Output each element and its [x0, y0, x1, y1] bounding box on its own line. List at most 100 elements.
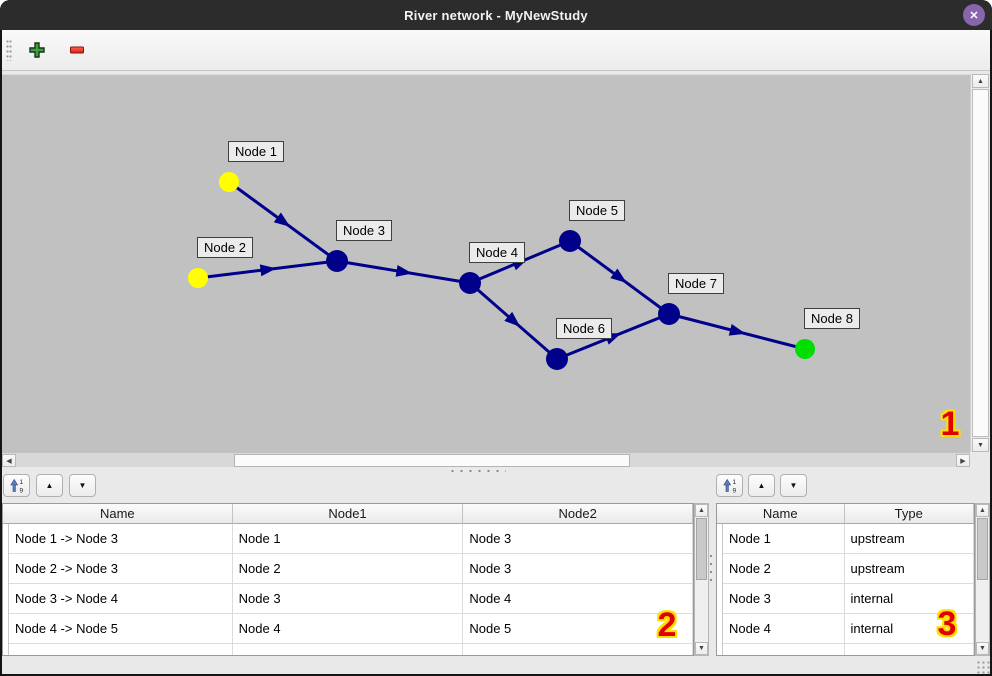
edges-cell[interactable]: Node 3 -> Node 4 — [9, 584, 233, 614]
network-node[interactable] — [559, 230, 581, 252]
edges-cell[interactable]: Node 4 -> Node 5 — [9, 614, 233, 644]
nodes-cell[interactable] — [845, 644, 974, 655]
edges-cell[interactable]: Node 2 — [232, 554, 464, 584]
edge-arrow-icon — [395, 264, 413, 277]
edges-move-up-button[interactable]: ▲ — [36, 474, 63, 497]
canvas-hscroll-thumb[interactable] — [234, 454, 630, 467]
nodes-cell[interactable] — [723, 644, 845, 655]
network-node[interactable] — [326, 250, 348, 272]
edges-table-vscrollbar[interactable]: ▲ ▼ — [694, 503, 709, 656]
row-gutter — [717, 644, 723, 655]
window-resize-grip[interactable] — [976, 660, 990, 674]
row-gutter — [717, 554, 723, 584]
network-node[interactable] — [795, 339, 815, 359]
scroll-left-button[interactable]: ◀ — [2, 454, 16, 467]
network-node[interactable] — [188, 268, 208, 288]
sort-ascending-icon: 1 9 — [9, 478, 23, 494]
canvas-vscroll-thumb[interactable] — [972, 89, 989, 437]
edges-cell[interactable]: Node 4 — [463, 584, 693, 614]
edges-cell[interactable]: Node 3 — [463, 554, 693, 584]
nodes-cell[interactable]: Node 3 — [722, 584, 845, 614]
triangle-up-icon: ▲ — [757, 481, 766, 490]
scroll-up-button[interactable]: ▲ — [972, 74, 989, 88]
toolbar-grip-handle[interactable] — [6, 39, 12, 61]
nodes-column-header[interactable]: Type — [844, 504, 974, 524]
nodes-cell[interactable]: internal — [844, 614, 974, 644]
edges-cell[interactable]: Node 1 — [232, 524, 464, 554]
nodes-table-vscrollbar[interactable]: ▲ ▼ — [975, 503, 990, 656]
node-label: Node 8 — [804, 308, 860, 329]
nodes-cell[interactable]: upstream — [844, 524, 974, 554]
close-button[interactable]: ✕ — [963, 4, 985, 26]
nodes-move-down-button[interactable]: ▼ — [780, 474, 807, 497]
scroll-down-icon: ▼ — [698, 645, 705, 652]
node-label: Node 4 — [469, 242, 525, 263]
edges-cell[interactable]: Node 3 — [463, 524, 693, 554]
remove-node-button[interactable] — [62, 36, 92, 64]
edges-cell[interactable]: Node 5 — [463, 614, 693, 644]
triangle-down-icon: ▼ — [789, 481, 798, 490]
canvas-vscrollbar[interactable]: ▲ ▼ — [970, 74, 989, 452]
annotation-number: 2 — [657, 606, 677, 644]
nodes-sort-button[interactable]: 1 9 — [716, 474, 743, 497]
window-title: River network - MyNewStudy — [404, 7, 588, 23]
network-node[interactable] — [459, 272, 481, 294]
edge-arrow-icon — [610, 268, 627, 283]
scroll-right-button[interactable]: ▶ — [956, 454, 970, 467]
nodes-move-up-button[interactable]: ▲ — [748, 474, 775, 497]
edge-arrow-icon — [504, 311, 521, 327]
scroll-down-button[interactable]: ▼ — [976, 642, 989, 655]
nodes-cell[interactable]: Node 1 — [722, 524, 845, 554]
network-node[interactable] — [219, 172, 239, 192]
network-node[interactable] — [658, 303, 680, 325]
titlebar[interactable]: River network - MyNewStudy ✕ — [0, 0, 992, 30]
scroll-down-button[interactable]: ▼ — [695, 642, 708, 655]
nodes-cell[interactable]: Node 4 — [722, 614, 845, 644]
scroll-up-button[interactable]: ▲ — [976, 504, 989, 517]
nodes-scroll-thumb[interactable] — [977, 518, 988, 580]
scroll-up-button[interactable]: ▲ — [695, 504, 708, 517]
scroll-down-icon: ▼ — [979, 645, 986, 652]
nodes-cell[interactable]: Node 2 — [722, 554, 845, 584]
network-node[interactable] — [546, 348, 568, 370]
edges-cell[interactable] — [9, 644, 233, 655]
canvas-hscrollbar[interactable]: ◀ ▶ — [2, 452, 970, 467]
scroll-up-icon: ▲ — [698, 507, 705, 514]
nodes-cell[interactable]: upstream — [844, 554, 974, 584]
nodes-cell[interactable]: internal — [844, 584, 974, 614]
edges-cell[interactable] — [233, 644, 464, 655]
add-node-button[interactable] — [22, 36, 52, 64]
edges-column-header[interactable]: Name — [3, 504, 233, 524]
edges-cell[interactable]: Node 2 -> Node 3 — [9, 554, 233, 584]
horizontal-splitter-handle[interactable] — [448, 469, 506, 473]
nodes-table-row[interactable] — [717, 644, 974, 655]
vertical-splitter-handle[interactable] — [709, 552, 713, 586]
edges-cell[interactable] — [463, 644, 693, 655]
edges-sort-button[interactable]: 1 9 — [3, 474, 30, 497]
scroll-down-button[interactable]: ▼ — [972, 438, 989, 452]
edges-cell[interactable]: Node 1 -> Node 3 — [9, 524, 233, 554]
edges-cell[interactable]: Node 3 — [232, 584, 464, 614]
edges-column-header[interactable]: Node1 — [232, 504, 464, 524]
nodes-column-header[interactable]: Name — [717, 504, 845, 524]
edges-move-down-button[interactable]: ▼ — [69, 474, 96, 497]
edges-cell[interactable]: Node 4 — [232, 614, 464, 644]
annotation-number: 1 — [940, 405, 960, 443]
edges-scroll-thumb[interactable] — [696, 518, 707, 580]
edges-table-row[interactable] — [3, 644, 693, 655]
svg-text:9: 9 — [732, 487, 736, 494]
edges-column-header[interactable]: Node2 — [463, 504, 693, 524]
